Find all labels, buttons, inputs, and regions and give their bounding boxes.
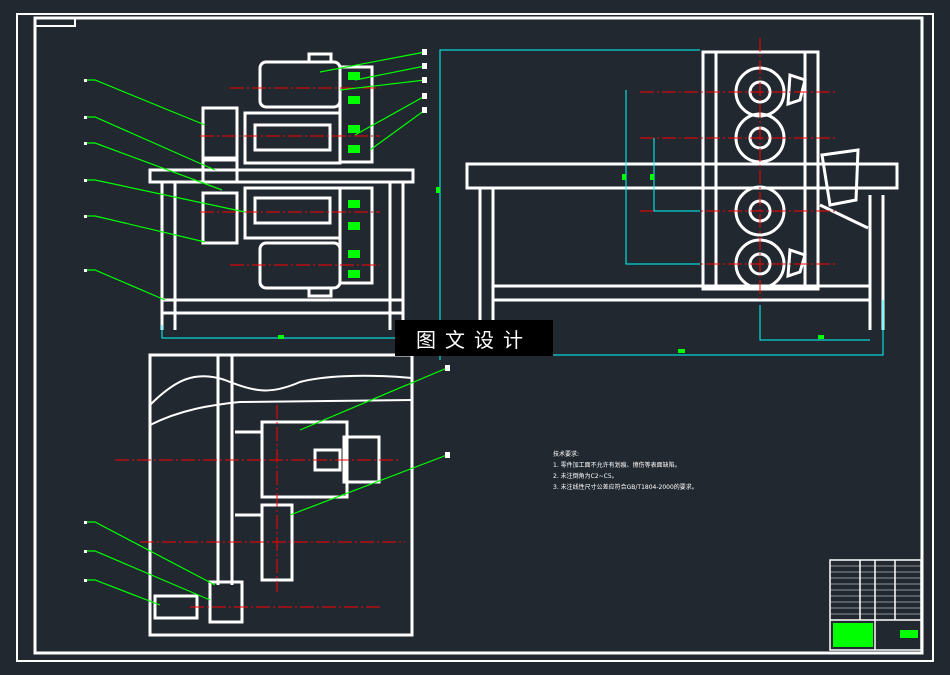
notes-item: 2. 未注倒角为C2~C5。: [553, 473, 618, 480]
notes-item: 1. 零件加工面不允许有划痕、擦伤等表面缺陷。: [553, 462, 681, 469]
leader-endpoints: [84, 49, 450, 582]
watermark: 图文设计: [395, 320, 553, 356]
outer-frame: [16, 13, 934, 662]
side-view: [465, 50, 899, 330]
dimension-lines: [161, 49, 884, 360]
part-markers: [278, 72, 824, 353]
notes-item: 3. 未注线性尺寸公差应符合GB/T1804-2000的要求。: [553, 484, 698, 491]
leader-lines: [85, 51, 448, 606]
inner-frame: [33, 16, 924, 655]
title-block-green: [833, 623, 918, 647]
top-view: [148, 353, 414, 637]
notes-heading: 技术要求:: [553, 451, 580, 458]
front-view: [148, 52, 415, 330]
frame-tab: [34, 17, 76, 27]
technical-notes: 技术要求: 1. 零件加工面不允许有划痕、擦伤等表面缺陷。 2. 未注倒角为C2…: [553, 449, 698, 493]
title-block-rows: [830, 565, 921, 615]
